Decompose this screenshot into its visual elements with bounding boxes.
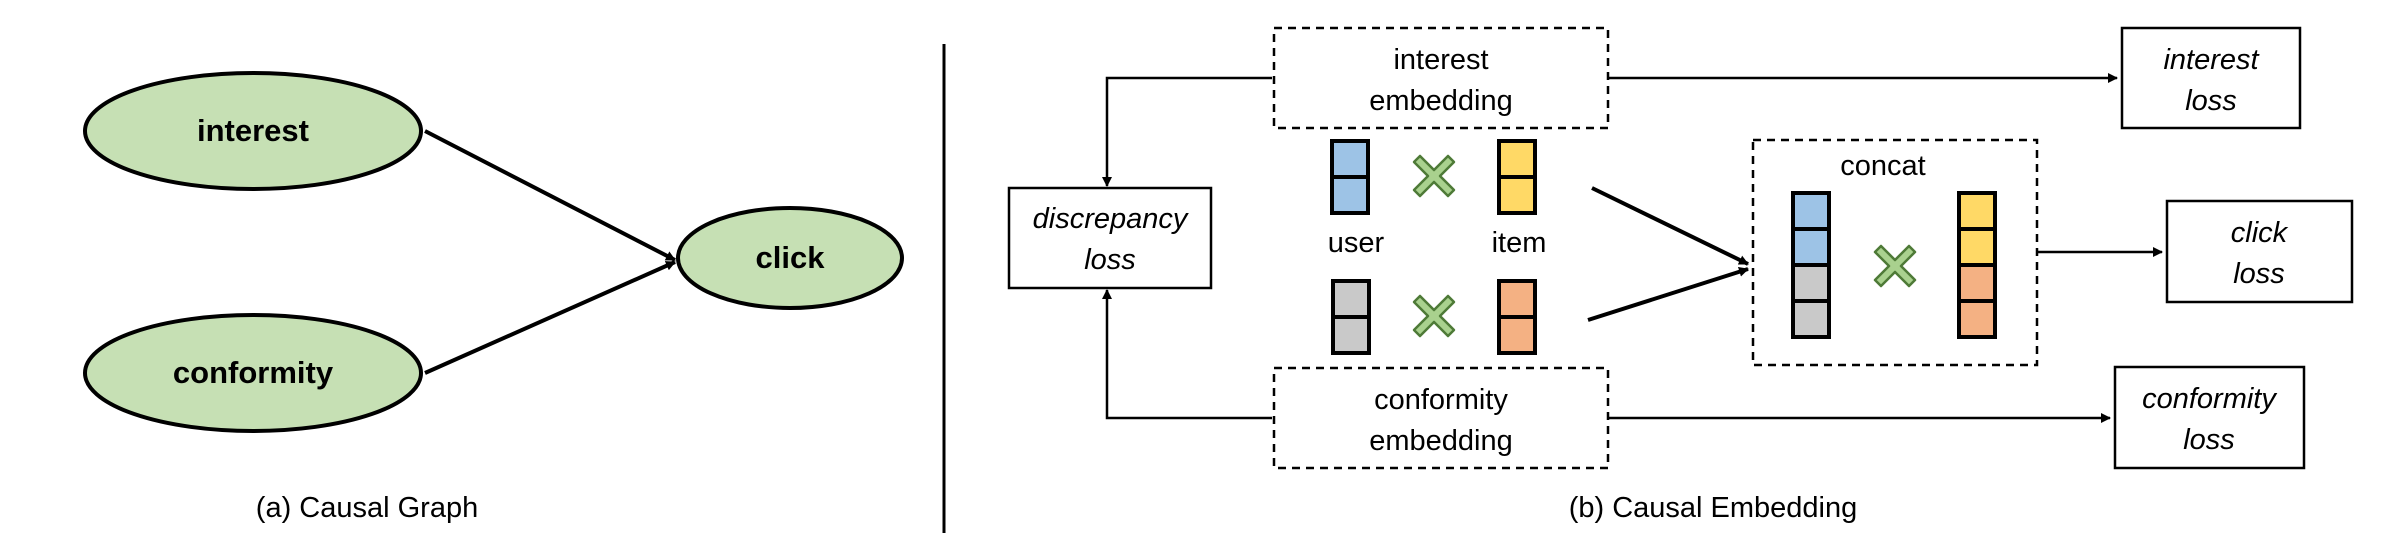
node-conformity	[83, 313, 423, 433]
node-interest-label: interest	[197, 113, 309, 148]
concat-item-vector	[1957, 191, 1997, 339]
user-interest-vector	[1330, 139, 1370, 215]
interest-embedding-line2: embedding	[1369, 85, 1513, 117]
conformity-loss-box	[2113, 365, 2306, 470]
interest-loss-box	[2120, 26, 2302, 130]
discrepancy-loss-line2: loss	[1084, 244, 1136, 276]
node-interest	[83, 71, 423, 191]
interest-embedding-box	[1272, 26, 1610, 130]
node-click-label: click	[756, 240, 826, 275]
line-conformity-pair-to-concat	[1587, 266, 1749, 322]
item-conformity-vector	[1497, 279, 1537, 355]
conformity-embedding-line1: conformity	[1374, 384, 1508, 416]
interest-loss-line1: interest	[2163, 44, 2260, 76]
user-conformity-vector	[1331, 279, 1371, 355]
discrepancy-loss-line1: discrepancy	[1033, 203, 1189, 235]
concat-user-vector	[1791, 191, 1831, 339]
conformity-loss-line2: loss	[2183, 424, 2235, 456]
causal-embedding: interest embedding conformity embedding …	[1007, 26, 2354, 524]
concat-box	[1751, 138, 2039, 367]
caption-causal-embedding: (b) Causal Embedding	[1569, 492, 1858, 524]
interest-loss-line2: loss	[2185, 85, 2237, 117]
edge-interest-click	[424, 129, 676, 262]
item-label: item	[1492, 227, 1547, 259]
item-interest-vector	[1497, 139, 1537, 215]
interest-embedding-line1: interest	[1393, 44, 1488, 76]
click-loss-line1: click	[2231, 217, 2289, 249]
multiply-icon-conformity	[1412, 294, 1456, 338]
node-click	[676, 206, 904, 310]
discrepancy-loss-box	[1007, 186, 1213, 290]
multiply-icon-interest	[1412, 154, 1456, 198]
caption-causal-graph: (a) Causal Graph	[256, 492, 478, 524]
click-loss-box	[2165, 199, 2354, 304]
causal-graph: interest conformity click (a) Causal Gra…	[83, 71, 904, 524]
conformity-embedding-line2: embedding	[1369, 425, 1513, 457]
line-interest-to-discrepancy	[1102, 76, 1272, 187]
conformity-loss-line1: conformity	[2142, 383, 2277, 415]
multiply-icon-concat	[1873, 244, 1917, 288]
edge-conformity-click	[424, 260, 676, 375]
user-label: user	[1328, 227, 1385, 259]
line-conformity-to-discrepancy	[1102, 289, 1272, 420]
concat-label: concat	[1840, 150, 1925, 182]
line-interest-pair-to-concat	[1591, 186, 1749, 266]
node-conformity-label: conformity	[173, 355, 334, 390]
conformity-embedding-box	[1272, 366, 1610, 470]
click-loss-line2: loss	[2233, 258, 2285, 290]
